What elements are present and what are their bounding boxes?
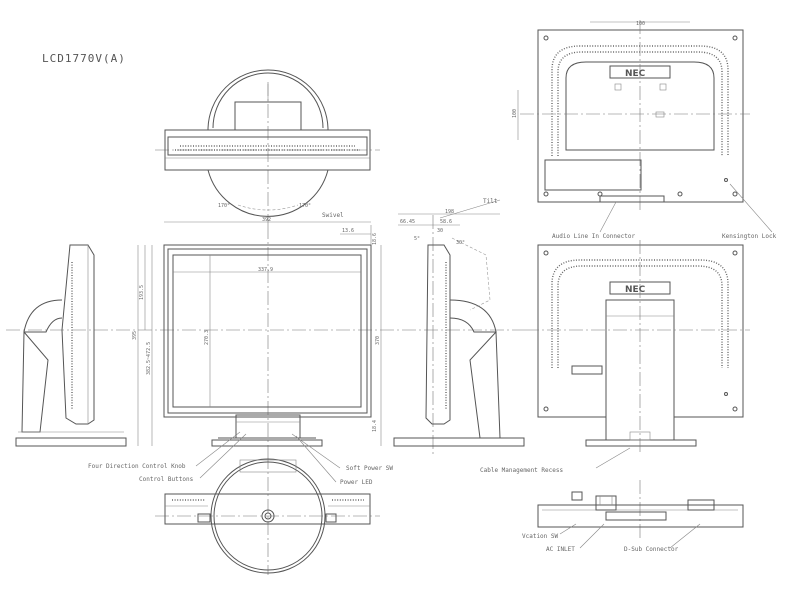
callout-four-direction-knob: Four Direction Control Knob <box>88 463 186 470</box>
dim-front-offset: 66.45 <box>400 219 415 225</box>
dim-overall-width: 392 <box>262 217 271 223</box>
forward-angle: 5° <box>414 236 420 242</box>
callout-power-led: Power LED <box>340 479 373 486</box>
dim-vesa-v: 100 <box>512 109 518 118</box>
left-side-view <box>15 244 127 447</box>
bottom-view <box>155 455 380 575</box>
rear-view-top: NEC 100 100 <box>512 20 750 210</box>
callout-soft-power-sw: Soft Power SW <box>346 465 393 472</box>
dim-height-range: 382.5~472.5 <box>146 342 152 375</box>
dim-stand-offset: 58.6 <box>440 219 452 225</box>
callout-kensington-lock: Kensington Lock <box>722 233 777 240</box>
rear-top-callouts: Audio Line In Connector Kensington Lock <box>552 183 777 240</box>
swivel-angle-left: 170° <box>218 203 230 209</box>
dim-total-height: 395 <box>132 331 138 340</box>
top-view: 170° 170° Swivel <box>155 69 380 225</box>
tilt-label: Tilt <box>483 198 498 205</box>
tilt-angle: 30° <box>456 240 465 246</box>
callout-audio-line-in: Audio Line In Connector <box>552 233 635 240</box>
callout-ac-inlet: AC INLET <box>546 546 575 553</box>
swivel-angle-right: 170° <box>299 203 311 209</box>
front-view: 392 337.9 13.6 270.3 382.5~472.5 193.5 3… <box>6 217 525 455</box>
callout-dsub: D-Sub Connector <box>624 546 679 553</box>
model-title: LCD1770V(A) <box>42 52 126 65</box>
callout-cable-management: Cable Management Recess <box>480 467 563 474</box>
connector-view <box>537 480 744 540</box>
dim-display-height: 270.3 <box>204 330 210 345</box>
right-side-view: 66.45 58.6 198 30 30° 5° Tilt <box>393 198 525 455</box>
rear-view-bottom: NEC <box>525 240 750 455</box>
dim-upper-height: 193.5 <box>139 285 145 300</box>
swivel-label: Swivel <box>322 212 344 219</box>
dim-vesa-h: 100 <box>636 21 645 27</box>
front-callouts: Four Direction Control Knob Control Butt… <box>88 431 393 486</box>
brand-logo: NEC <box>625 69 646 79</box>
dim-bezel-top: 13.6 <box>342 228 354 234</box>
connector-callouts: Vcation SW AC INLET D-Sub Connector <box>522 523 701 553</box>
callout-vcation-sw: Vcation SW <box>522 533 559 540</box>
dim-bezel-side: 18.6 <box>372 233 378 245</box>
callout-control-buttons: Control Buttons <box>139 476 194 483</box>
dim-center-height: 370 <box>375 336 381 345</box>
brand-logo-lower: NEC <box>625 285 646 295</box>
dim-depth: 198 <box>445 209 454 215</box>
dim-offset-b: 30 <box>437 228 443 234</box>
dim-display-width: 337.9 <box>258 267 273 273</box>
dim-bezel-bottom: 18.4 <box>372 420 378 432</box>
